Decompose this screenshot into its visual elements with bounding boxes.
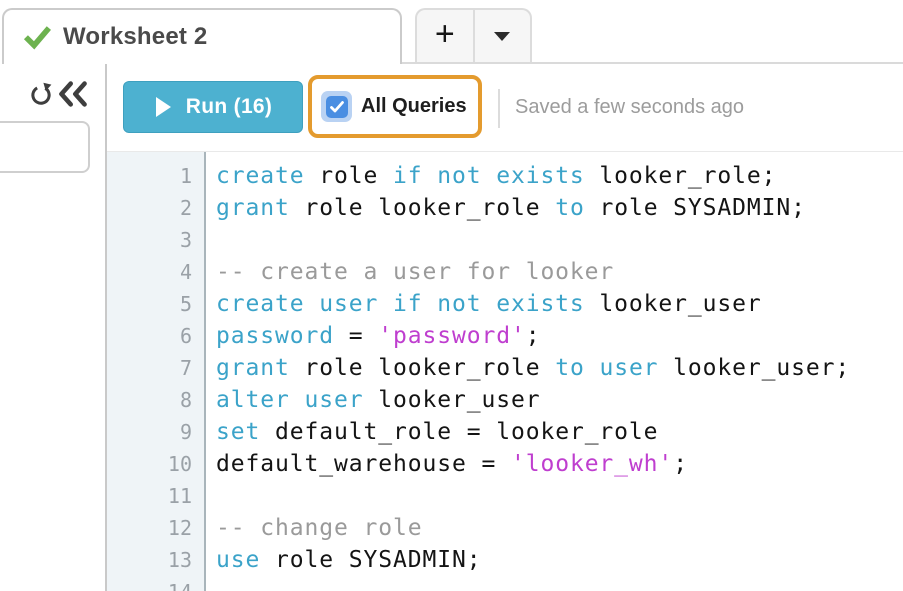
- all-queries-highlight-annotation: All Queries: [308, 75, 482, 138]
- play-icon: [155, 97, 171, 117]
- code-line[interactable]: 1 create role if not exists looker_role;: [107, 160, 903, 192]
- run-button[interactable]: Run (16): [123, 81, 303, 133]
- sidebar-divider: [105, 64, 107, 591]
- code-token: looker_role;: [584, 163, 777, 189]
- code-token: to user: [555, 355, 659, 381]
- run-button-label: Run (16): [185, 95, 273, 118]
- all-queries-label: All Queries: [361, 95, 467, 117]
- code-content: create user if not exists looker_user: [206, 288, 762, 320]
- code-content: grant role looker_role to user looker_us…: [206, 352, 850, 384]
- new-tab-group: +: [415, 8, 532, 62]
- line-number: 12: [167, 516, 192, 540]
- code-token: role SYSADMIN;: [260, 547, 482, 573]
- code-token: use: [216, 547, 261, 573]
- line-number: 3: [179, 228, 192, 252]
- collapse-sidebar-button[interactable]: [56, 80, 90, 108]
- line-number: 14: [107, 576, 206, 591]
- line-number-gutter: [107, 152, 206, 591]
- code-content: set default_role = looker_role: [206, 416, 658, 448]
- worksheet-menu-button[interactable]: [475, 10, 531, 62]
- code-token: looker_user;: [658, 355, 851, 381]
- code-line[interactable]: 3: [107, 224, 903, 256]
- code-line[interactable]: 7 grant role looker_role to user looker_u…: [107, 352, 903, 384]
- line-number: 8: [179, 388, 192, 412]
- code-token: role SYSADMIN;: [584, 195, 806, 221]
- line-number: 9: [179, 420, 192, 444]
- code-line[interactable]: 11: [107, 480, 903, 512]
- code-content: use role SYSADMIN;: [206, 544, 481, 576]
- code-token: -- create a user for looker: [216, 259, 615, 285]
- tab-title: Worksheet 2: [63, 23, 208, 50]
- new-worksheet-button[interactable]: +: [417, 10, 475, 62]
- all-queries-checkbox[interactable]: [321, 91, 352, 122]
- code-token: grant: [216, 195, 290, 221]
- code-token: grant: [216, 355, 290, 381]
- code-token: set: [216, 419, 261, 445]
- toolbar-divider: [498, 89, 500, 128]
- line-number: 10: [167, 452, 192, 476]
- code-token: role looker_role: [289, 195, 556, 221]
- line-number: 2: [179, 196, 192, 220]
- green-check-icon: [24, 25, 51, 50]
- check-icon: [329, 100, 344, 112]
- refresh-icon: [31, 82, 52, 105]
- code-line[interactable]: 5 create user if not exists looker_user: [107, 288, 903, 320]
- code-line[interactable]: 6 password = 'password';: [107, 320, 903, 352]
- code-token: to: [555, 195, 585, 221]
- code-token: password: [216, 323, 334, 349]
- code-token: default_warehouse =: [216, 451, 511, 477]
- code-token: create user if not exists: [216, 291, 585, 317]
- code-content: password = 'password';: [206, 320, 540, 352]
- code-token: default_role = looker_role: [260, 419, 659, 445]
- code-line[interactable]: 2 grant role looker_role to role SYSADMIN…: [107, 192, 903, 224]
- code-content: alter user looker_user: [206, 384, 540, 416]
- sidebar-search-box[interactable]: [0, 121, 90, 173]
- code-token: if not exists: [392, 163, 585, 189]
- refresh-button[interactable]: [26, 79, 56, 109]
- code-content: grant role looker_role to role SYSADMIN;: [206, 192, 806, 224]
- code-content: -- change role: [206, 512, 422, 544]
- code-line[interactable]: 9 set default_role = looker_role: [107, 416, 903, 448]
- line-number: 11: [167, 484, 192, 508]
- code-line[interactable]: 14: [107, 576, 903, 591]
- tab-worksheet-2[interactable]: Worksheet 2: [2, 8, 402, 64]
- code-content: create role if not exists looker_role;: [206, 160, 776, 192]
- line-number: 4: [179, 260, 192, 284]
- line-number: 5: [179, 292, 192, 316]
- code-token: alter user: [216, 387, 364, 413]
- code-token: =: [333, 323, 379, 349]
- code-token: ;: [525, 323, 541, 349]
- code-token: looker_user: [363, 387, 541, 413]
- saved-status: Saved a few seconds ago: [515, 96, 745, 118]
- line-number: 1: [179, 164, 192, 188]
- code-token: ;: [673, 451, 688, 477]
- line-number: 6: [179, 324, 192, 348]
- code-line[interactable]: 13 use role SYSADMIN;: [107, 544, 903, 576]
- code-token: -- change role: [216, 515, 423, 541]
- line-number: 7: [179, 356, 192, 380]
- code-token: create: [216, 163, 305, 189]
- code-content: -- create a user for looker: [206, 256, 614, 288]
- code-token: looker_user: [584, 291, 762, 317]
- checkbox-checked: [325, 95, 348, 118]
- code-line[interactable]: 4 -- create a user for looker: [107, 256, 903, 288]
- code-line[interactable]: 10 default_warehouse = 'looker_wh';: [107, 448, 903, 480]
- tabbar-bottom-border: [402, 62, 903, 64]
- collapse-left-icon: [59, 81, 87, 107]
- code-token: role: [304, 163, 393, 189]
- line-number: 13: [167, 548, 192, 572]
- plus-icon: +: [434, 14, 455, 53]
- code-token: role looker_role: [289, 355, 556, 381]
- code-line[interactable]: 8 alter user looker_user: [107, 384, 903, 416]
- code-content: default_warehouse = 'looker_wh';: [206, 448, 688, 480]
- code-token: 'looker_wh': [510, 451, 674, 477]
- code-line[interactable]: 12 -- change role: [107, 512, 903, 544]
- code-token: 'password': [378, 323, 526, 349]
- caret-down-icon: [494, 31, 511, 41]
